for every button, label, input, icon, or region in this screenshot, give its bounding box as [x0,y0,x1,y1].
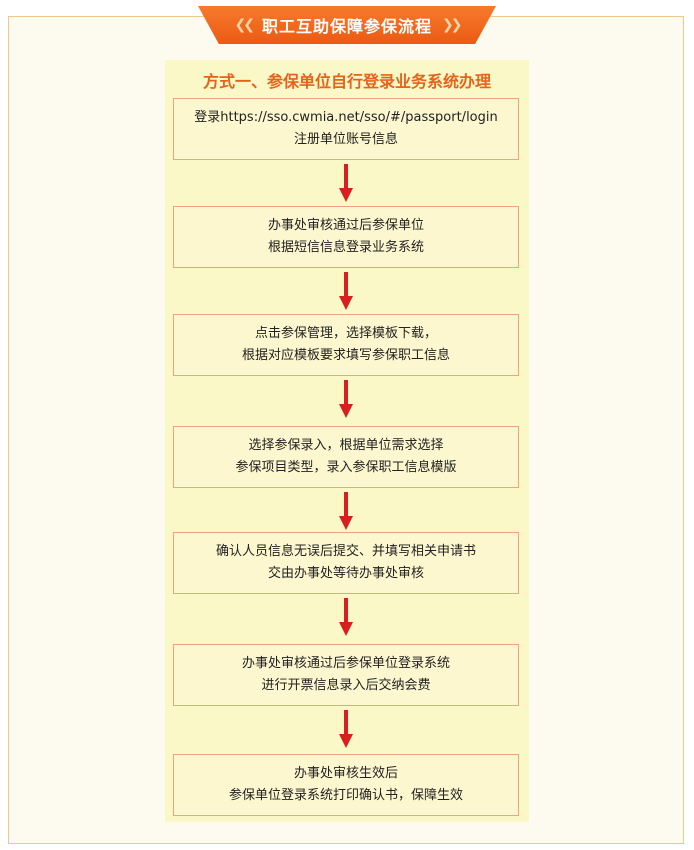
down-arrow-icon [339,710,353,748]
flow-panel: 方式一、参保单位自行登录业务系统办理 登录https://sso.cwmia.n… [165,60,529,822]
step-6-box: 办事处审核通过后参保单位登录系统 进行开票信息录入后交纳会费 [173,644,519,706]
step-5-line1: 确认人员信息无误后提交、并填写相关申请书 [215,544,476,559]
step-6-line2: 进行开票信息录入后交纳会费 [261,678,431,693]
step-3-box: 点击参保管理，选择模板下载， 根据对应模板要求填写参保职工信息 [173,314,519,376]
step-4-line2: 参保项目类型，录入参保职工信息模版 [235,460,457,475]
step-5-line2: 交由办事处等待办事处审核 [267,566,424,581]
down-arrow-icon [339,492,353,530]
chevron-right-icon: ❯❯ [442,17,463,33]
step-2-line2: 根据短信信息登录业务系统 [267,240,424,255]
step-2-line1: 办事处审核通过后参保单位 [267,218,424,233]
step-6-line1: 办事处审核通过后参保单位登录系统 [241,656,450,671]
step-4-line1: 选择参保录入，根据单位需求选择 [248,438,444,453]
banner-title: 职工互助保障参保流程 [261,17,432,36]
title-banner: ❮❮ 职工互助保障参保流程 ❯❯ [198,6,496,44]
step-3-line1: 点击参保管理，选择模板下载， [254,326,437,341]
down-arrow-icon [339,164,353,202]
down-arrow-icon [339,272,353,310]
step-7-box: 办事处审核生效后 参保单位登录系统打印确认书，保障生效 [173,754,519,816]
step-5-box: 确认人员信息无误后提交、并填写相关申请书 交由办事处等待办事处审核 [173,532,519,594]
step-7-line1: 办事处审核生效后 [293,766,398,781]
panel-title: 方式一、参保单位自行登录业务系统办理 [202,72,491,91]
down-arrow-icon [339,380,353,418]
chevron-left-icon: ❮❮ [234,17,256,33]
down-arrow-icon [339,598,353,636]
step-1-line1: 登录https://sso.cwmia.net/sso/#/passport/l… [194,110,498,125]
step-4-box: 选择参保录入，根据单位需求选择 参保项目类型，录入参保职工信息模版 [173,426,519,488]
step-2-box: 办事处审核通过后参保单位 根据短信信息登录业务系统 [173,206,519,268]
step-7-line2: 参保单位登录系统打印确认书，保障生效 [228,788,463,803]
step-1-line2: 注册单位账号信息 [293,132,398,147]
step-3-line2: 根据对应模板要求填写参保职工信息 [241,348,450,363]
step-1-box: 登录https://sso.cwmia.net/sso/#/passport/l… [173,98,519,160]
